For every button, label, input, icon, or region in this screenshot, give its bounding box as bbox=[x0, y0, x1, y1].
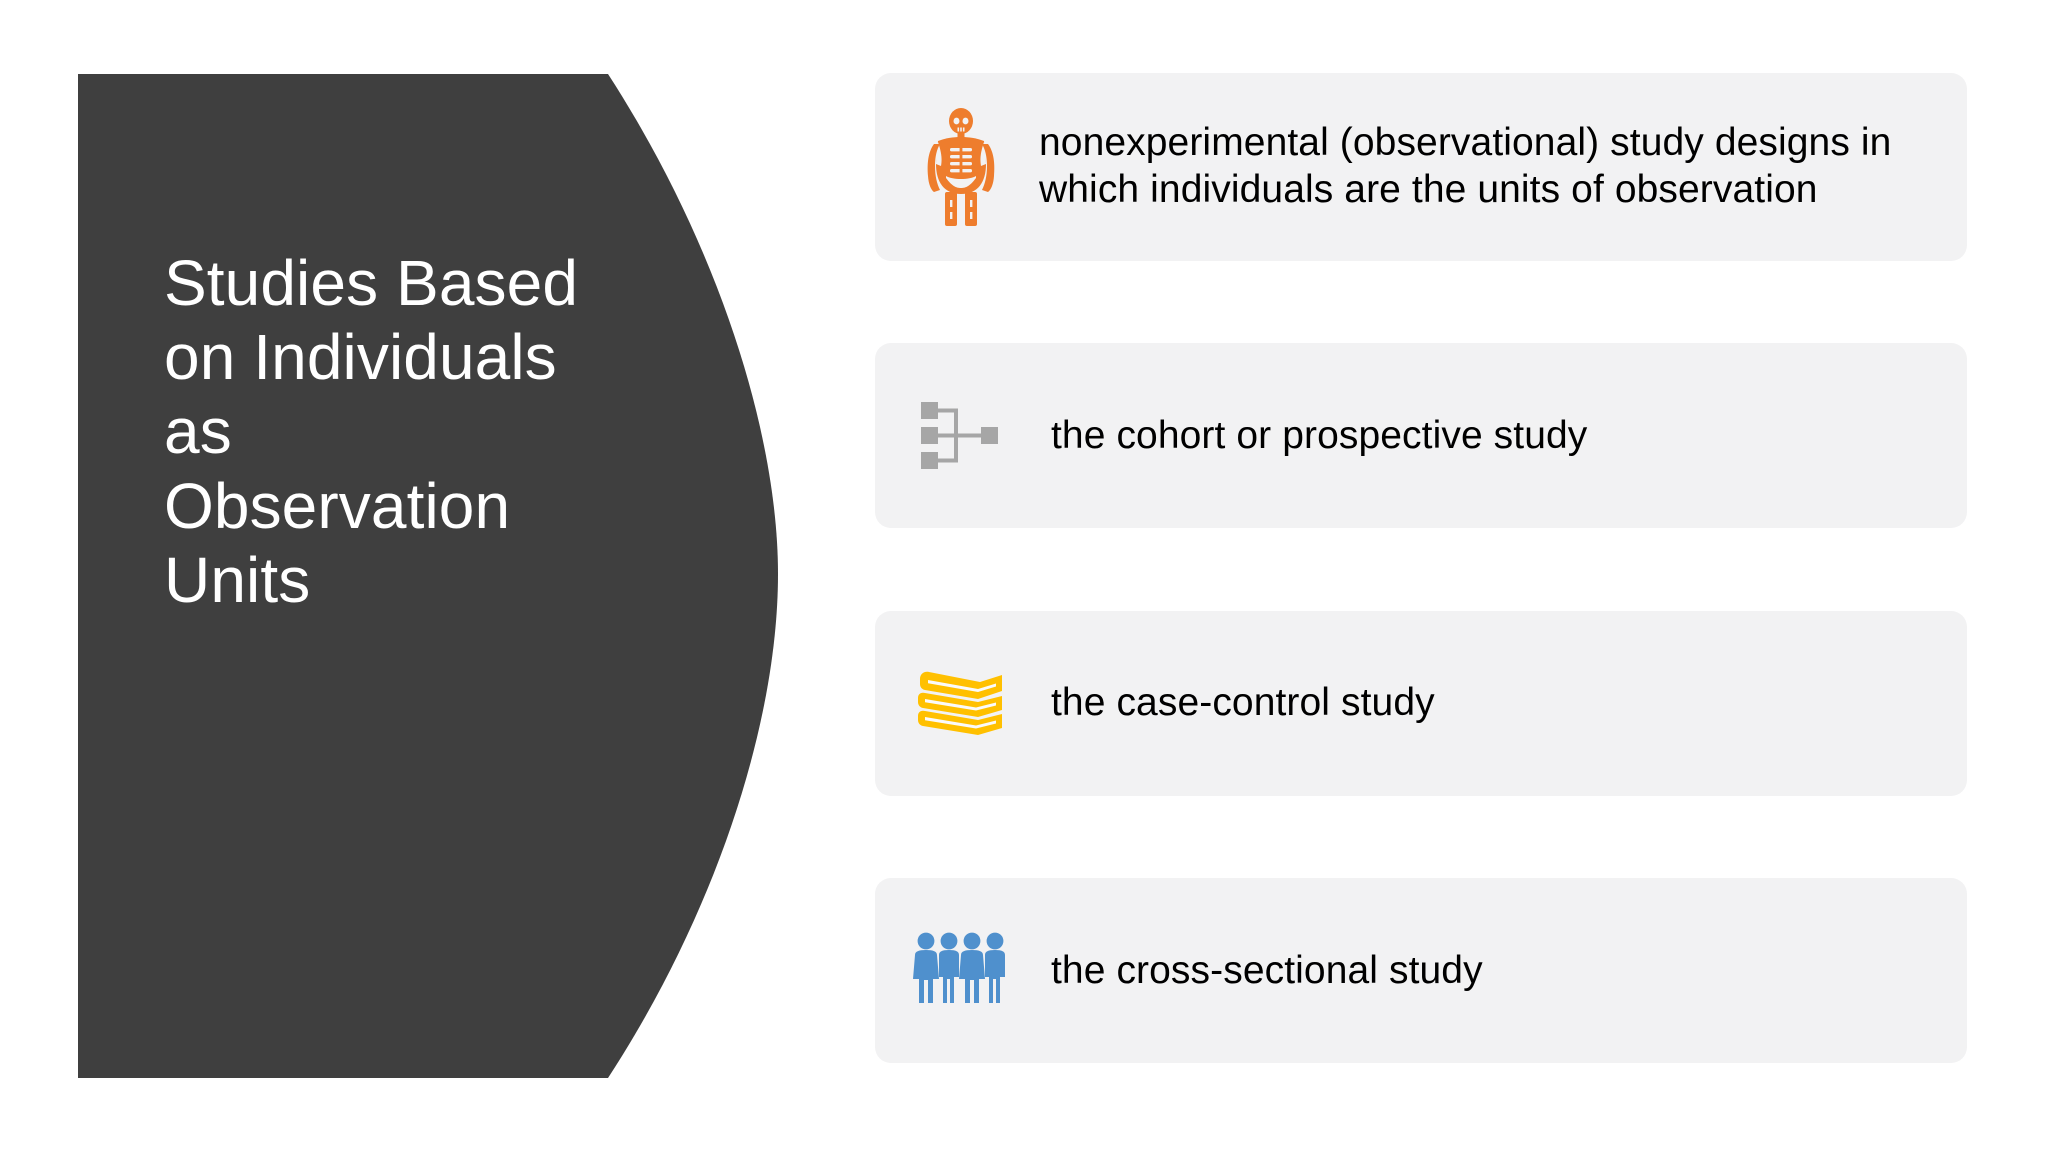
page-title: Studies Based on Individuals as Observat… bbox=[164, 247, 579, 616]
list-item-cohort-study[interactable]: the cohort or prospective study bbox=[875, 343, 1967, 529]
list-item-label: the cross-sectional study bbox=[1051, 948, 1483, 992]
study-type-list: nonexperimental (observational) study de… bbox=[875, 73, 1967, 1063]
org-chart-icon bbox=[893, 376, 1029, 496]
list-item-label: nonexperimental (observational) study de… bbox=[1039, 121, 1892, 211]
book-stack-icon bbox=[893, 643, 1029, 763]
list-item-nonexperimental[interactable]: nonexperimental (observational) study de… bbox=[875, 73, 1967, 261]
list-item-label: the cohort or prospective study bbox=[1051, 414, 1588, 458]
group-of-people-icon bbox=[893, 910, 1029, 1030]
list-item-cross-sectional-study[interactable]: the cross-sectional study bbox=[875, 877, 1967, 1063]
skeleton-icon bbox=[893, 107, 1029, 227]
list-item-case-control-study[interactable]: the case-control study bbox=[875, 610, 1967, 796]
list-item-label: the case-control study bbox=[1051, 681, 1435, 725]
